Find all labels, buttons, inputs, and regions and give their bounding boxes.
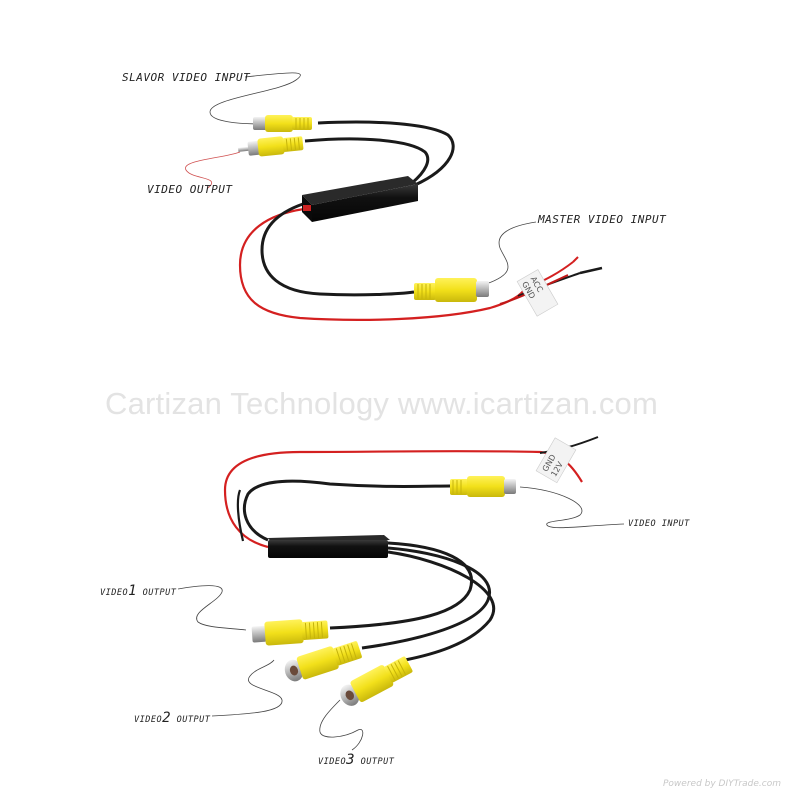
label-number: 2 [162, 710, 172, 726]
label-prefix: VIDEO [100, 588, 129, 598]
label-number: 1 [128, 583, 138, 599]
label-prefix: VIDEO [318, 757, 347, 767]
label-video1-output: VIDEO1 OUTPUT [100, 583, 176, 599]
top-diagram: ACC GND [185, 72, 603, 321]
video1-output-connector [251, 619, 329, 646]
label-suffix: OUTPUT [176, 715, 211, 725]
video-output-connector [237, 136, 304, 157]
label-master-video-input: MASTER VIDEO INPUT [538, 213, 667, 226]
label-suffix: OUTPUT [360, 757, 395, 767]
video2-output-connector [284, 641, 362, 682]
label-video-output: VIDEO OUTPUT [147, 183, 233, 196]
video-input-connector [450, 476, 516, 497]
watermark: Cartizan Technology www.icartizan.com [105, 386, 659, 421]
video3-output-connector [340, 656, 413, 706]
label-video-input: VIDEO INPUT [628, 519, 690, 529]
slavor-input-connector [253, 115, 312, 132]
master-input-connector [414, 278, 489, 302]
bottom-diagram: GND 12V [177, 436, 625, 751]
label-video3-output: VIDEO3 OUTPUT [318, 752, 394, 768]
label-number: 3 [346, 752, 356, 768]
label-prefix: VIDEO [134, 715, 163, 725]
label-suffix: OUTPUT [142, 588, 177, 598]
label-video2-output: VIDEO2 OUTPUT [134, 710, 210, 726]
label-slavor-video-input: SLAVOR VIDEO INPUT [122, 71, 251, 84]
powered-by-footer: Powered by DIYTrade.com [663, 779, 781, 789]
gnd-12v-tag: GND 12V [535, 437, 577, 484]
